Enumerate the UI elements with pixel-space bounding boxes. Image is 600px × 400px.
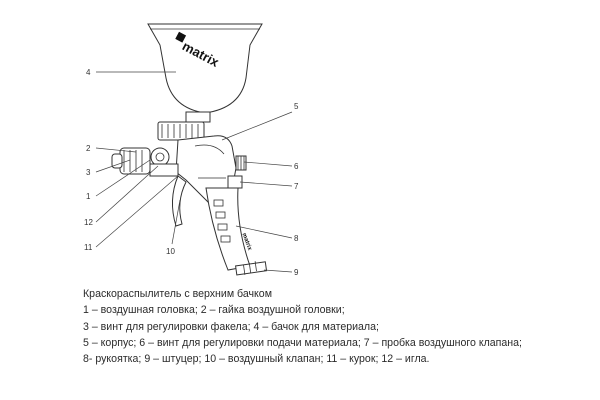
leader-lines (95, 71, 293, 273)
callout-2: 2 (86, 144, 91, 153)
paint-cup: matrix (147, 23, 263, 114)
caption-line: 1 – воздушная головка; 2 – гайка воздушн… (83, 304, 345, 317)
callout-10: 10 (166, 247, 175, 256)
callout-7: 7 (294, 182, 299, 191)
callout-8: 8 (294, 234, 299, 243)
air-head (111, 147, 179, 177)
cup-neck (157, 111, 211, 141)
diagram-caption: Краскораспылитель с верхним бачком 1 – в… (83, 286, 583, 367)
callout-4: 4 (86, 68, 91, 77)
callout-1: 1 (86, 192, 91, 201)
handle: matrix (205, 187, 253, 271)
air-valve-plug (227, 175, 243, 189)
callout-3: 3 (86, 168, 91, 177)
air-fitting (235, 261, 268, 276)
brand-mark-icon (175, 31, 187, 43)
callout-11: 11 (84, 243, 93, 252)
spray-gun-diagram: matrix matrix (84, 23, 299, 277)
caption-title: Краскораспылитель с верхним бачком (83, 288, 272, 300)
callout-6: 6 (294, 162, 299, 171)
callout-5: 5 (294, 102, 299, 111)
callout-12: 12 (84, 218, 93, 227)
caption-line: 5 – корпус; 6 – винт для регулировки под… (83, 336, 522, 349)
material-screw (235, 155, 247, 171)
callout-9: 9 (294, 268, 299, 277)
caption-line: 3 – винт для регулировки факела; 4 – бач… (83, 320, 379, 333)
trigger (172, 175, 187, 227)
caption-line: 8- рукоятка; 9 – штуцер; 10 – воздушный … (83, 353, 430, 366)
